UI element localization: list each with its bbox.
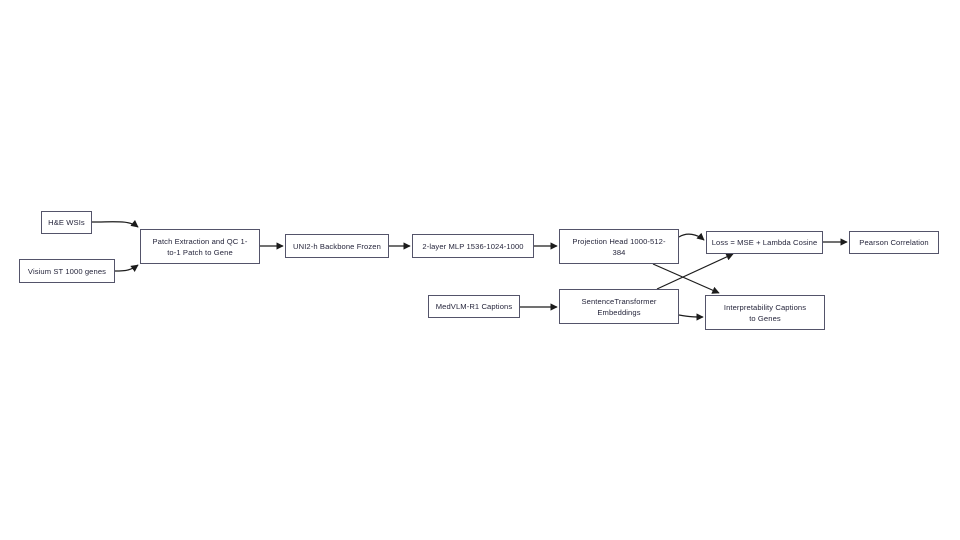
edge-sent-to-interp	[678, 313, 704, 321]
node-sentence-transformer: SentenceTransformer Embeddings	[559, 289, 679, 324]
node-2layer-mlp: 2-layer MLP 1536-1024-1000	[412, 234, 534, 258]
node-projection-head: Projection Head 1000-512- 384	[559, 229, 679, 264]
edge-sent-to-loss	[656, 253, 734, 290]
node-visium-st-genes: Visium ST 1000 genes	[19, 259, 115, 283]
node-hne-wsis: H&E WSIs	[41, 211, 92, 234]
edge-hne-to-patch	[91, 219, 139, 228]
node-patch-extraction: Patch Extraction and QC 1- to-1 Patch to…	[140, 229, 260, 264]
edge-proj-to-loss	[678, 232, 705, 241]
node-medvlm-captions: MedVLM-R1 Captions	[428, 295, 520, 318]
node-interpretability-captions: Interpretability Captions to Genes	[705, 295, 825, 330]
node-loss: Loss = MSE + Lambda Cosine	[706, 231, 823, 254]
edge-proj-to-interp	[652, 263, 720, 294]
node-pearson-correlation: Pearson Correlation	[849, 231, 939, 254]
edge-visium-to-patch	[114, 264, 139, 272]
node-uni2h-backbone: UNI2-h Backbone Frozen	[285, 234, 389, 258]
